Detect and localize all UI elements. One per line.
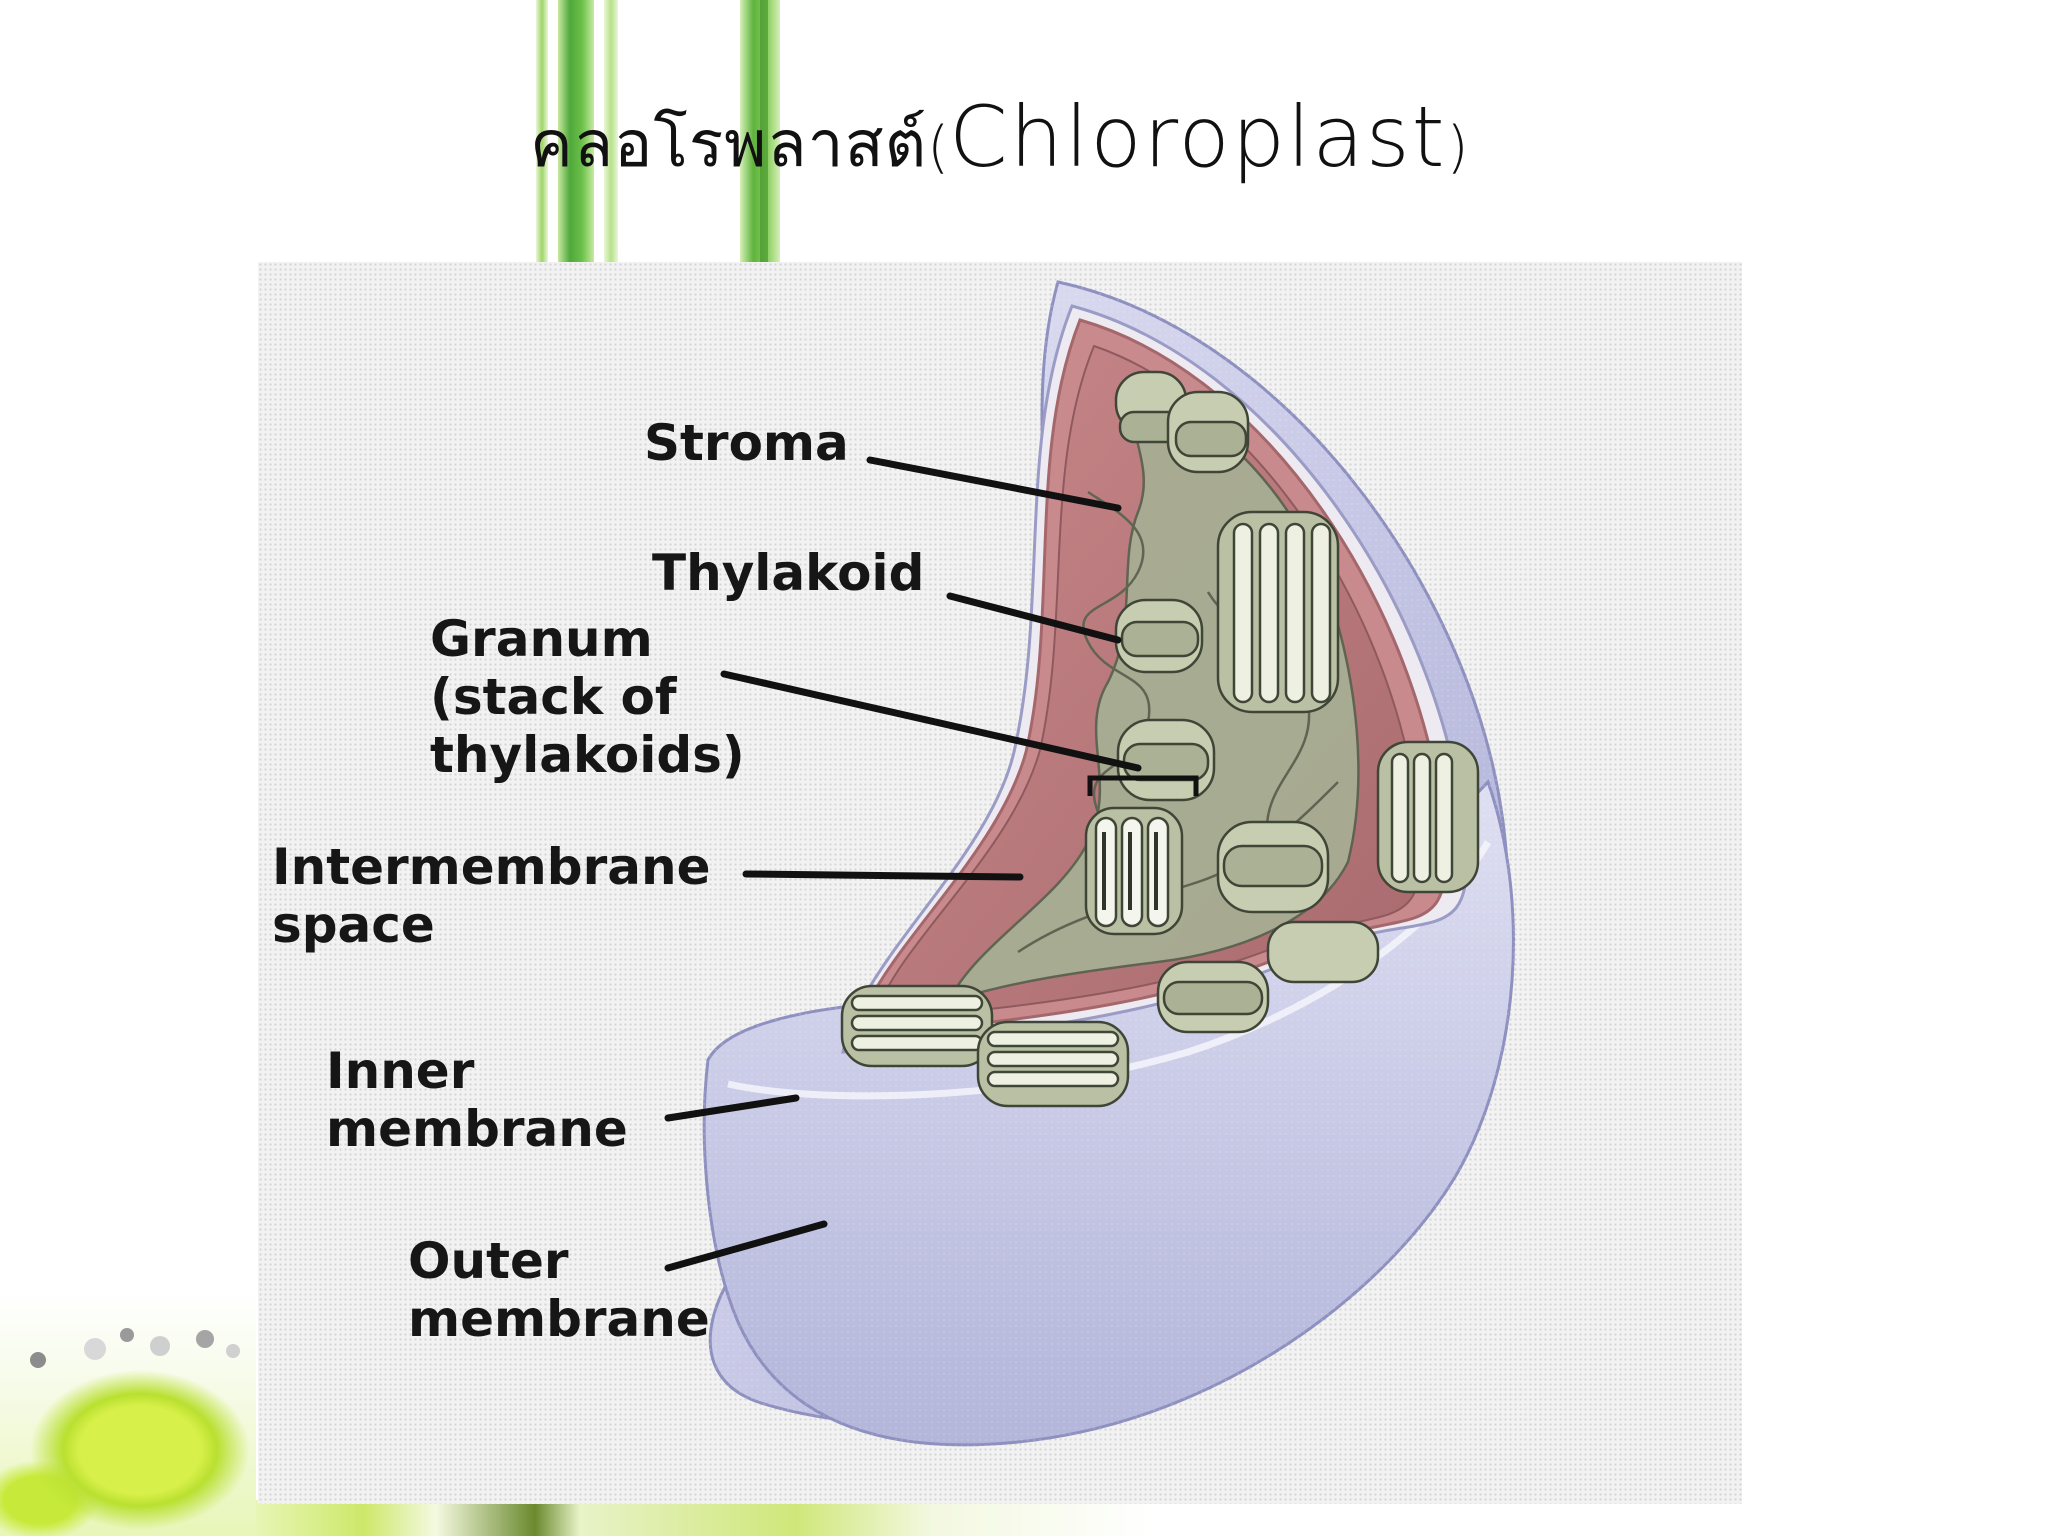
granum-left: [1114, 598, 1204, 674]
leader-stroma: [866, 456, 1122, 512]
slide-title: คลอโรพลาสต์(Chloroplast): [530, 88, 1468, 195]
granum-stacks: [840, 370, 1480, 1108]
label-intermembrane-space: Intermembrane space: [272, 838, 711, 954]
granum-center: [1216, 820, 1330, 914]
granum-bottom: [976, 1020, 1130, 1108]
decorative-stripe: [536, 0, 548, 262]
granum-upper: [1166, 390, 1250, 474]
decorative-flowers: [0, 1290, 256, 1536]
title-open-paren: (: [927, 115, 950, 180]
granum-bottom-far-right: [1266, 920, 1380, 984]
leader-thylakoid: [946, 592, 1122, 644]
granum-bottom-left: [840, 984, 994, 1068]
label-thylakoid: Thylakoid: [652, 544, 925, 602]
chloroplast-diagram: Stroma Thylakoid Granum (stack of thylak…: [258, 262, 1742, 1504]
label-outer-membrane: Outer membrane: [408, 1232, 710, 1348]
label-inner-membrane: Inner membrane: [326, 1042, 628, 1158]
leader-lines: [664, 456, 1142, 1272]
title-english: Chloroplast: [949, 88, 1447, 186]
leader-outer-membrane: [664, 1220, 828, 1272]
title-thai: คลอโรพลาสต์: [530, 108, 928, 182]
granum-right: [1376, 740, 1480, 894]
leader-inner-membrane: [664, 1094, 800, 1122]
label-granum: Granum (stack of thylakoids): [430, 610, 745, 784]
decorative-stripe: [604, 0, 618, 262]
label-stroma: Stroma: [644, 414, 849, 472]
decorative-stripe: [558, 0, 594, 262]
title-close-paren: ): [1446, 115, 1469, 180]
granum-mid-left: [1116, 718, 1216, 802]
decorative-stripe: [760, 0, 768, 262]
granum-bottom-right: [1156, 960, 1270, 1034]
chloroplast-illustration: [664, 280, 1538, 1452]
granum-stack-large: [1216, 510, 1340, 714]
decorative-strip: [256, 1500, 1156, 1536]
granum-bracket: [1087, 775, 1199, 796]
granum-labelled: [1084, 806, 1184, 936]
leader-granum: [720, 670, 1142, 772]
leader-intermembrane: [742, 870, 1024, 881]
